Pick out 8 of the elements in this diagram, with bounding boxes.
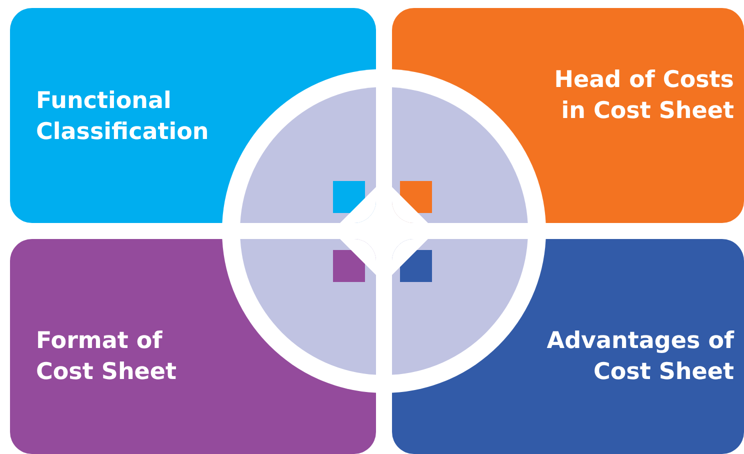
quadrant-card bbox=[10, 8, 376, 223]
card-title: Advantages of Cost Sheet bbox=[546, 327, 734, 387]
quadrant-card bbox=[392, 239, 744, 454]
quadrant-card bbox=[392, 8, 744, 223]
card-title: Functional Classification bbox=[36, 87, 210, 147]
card-title: Head of Costs in Cost Sheet bbox=[553, 66, 734, 126]
card-title: Format of Cost Sheet bbox=[36, 327, 178, 387]
quadrant-card bbox=[10, 239, 376, 454]
